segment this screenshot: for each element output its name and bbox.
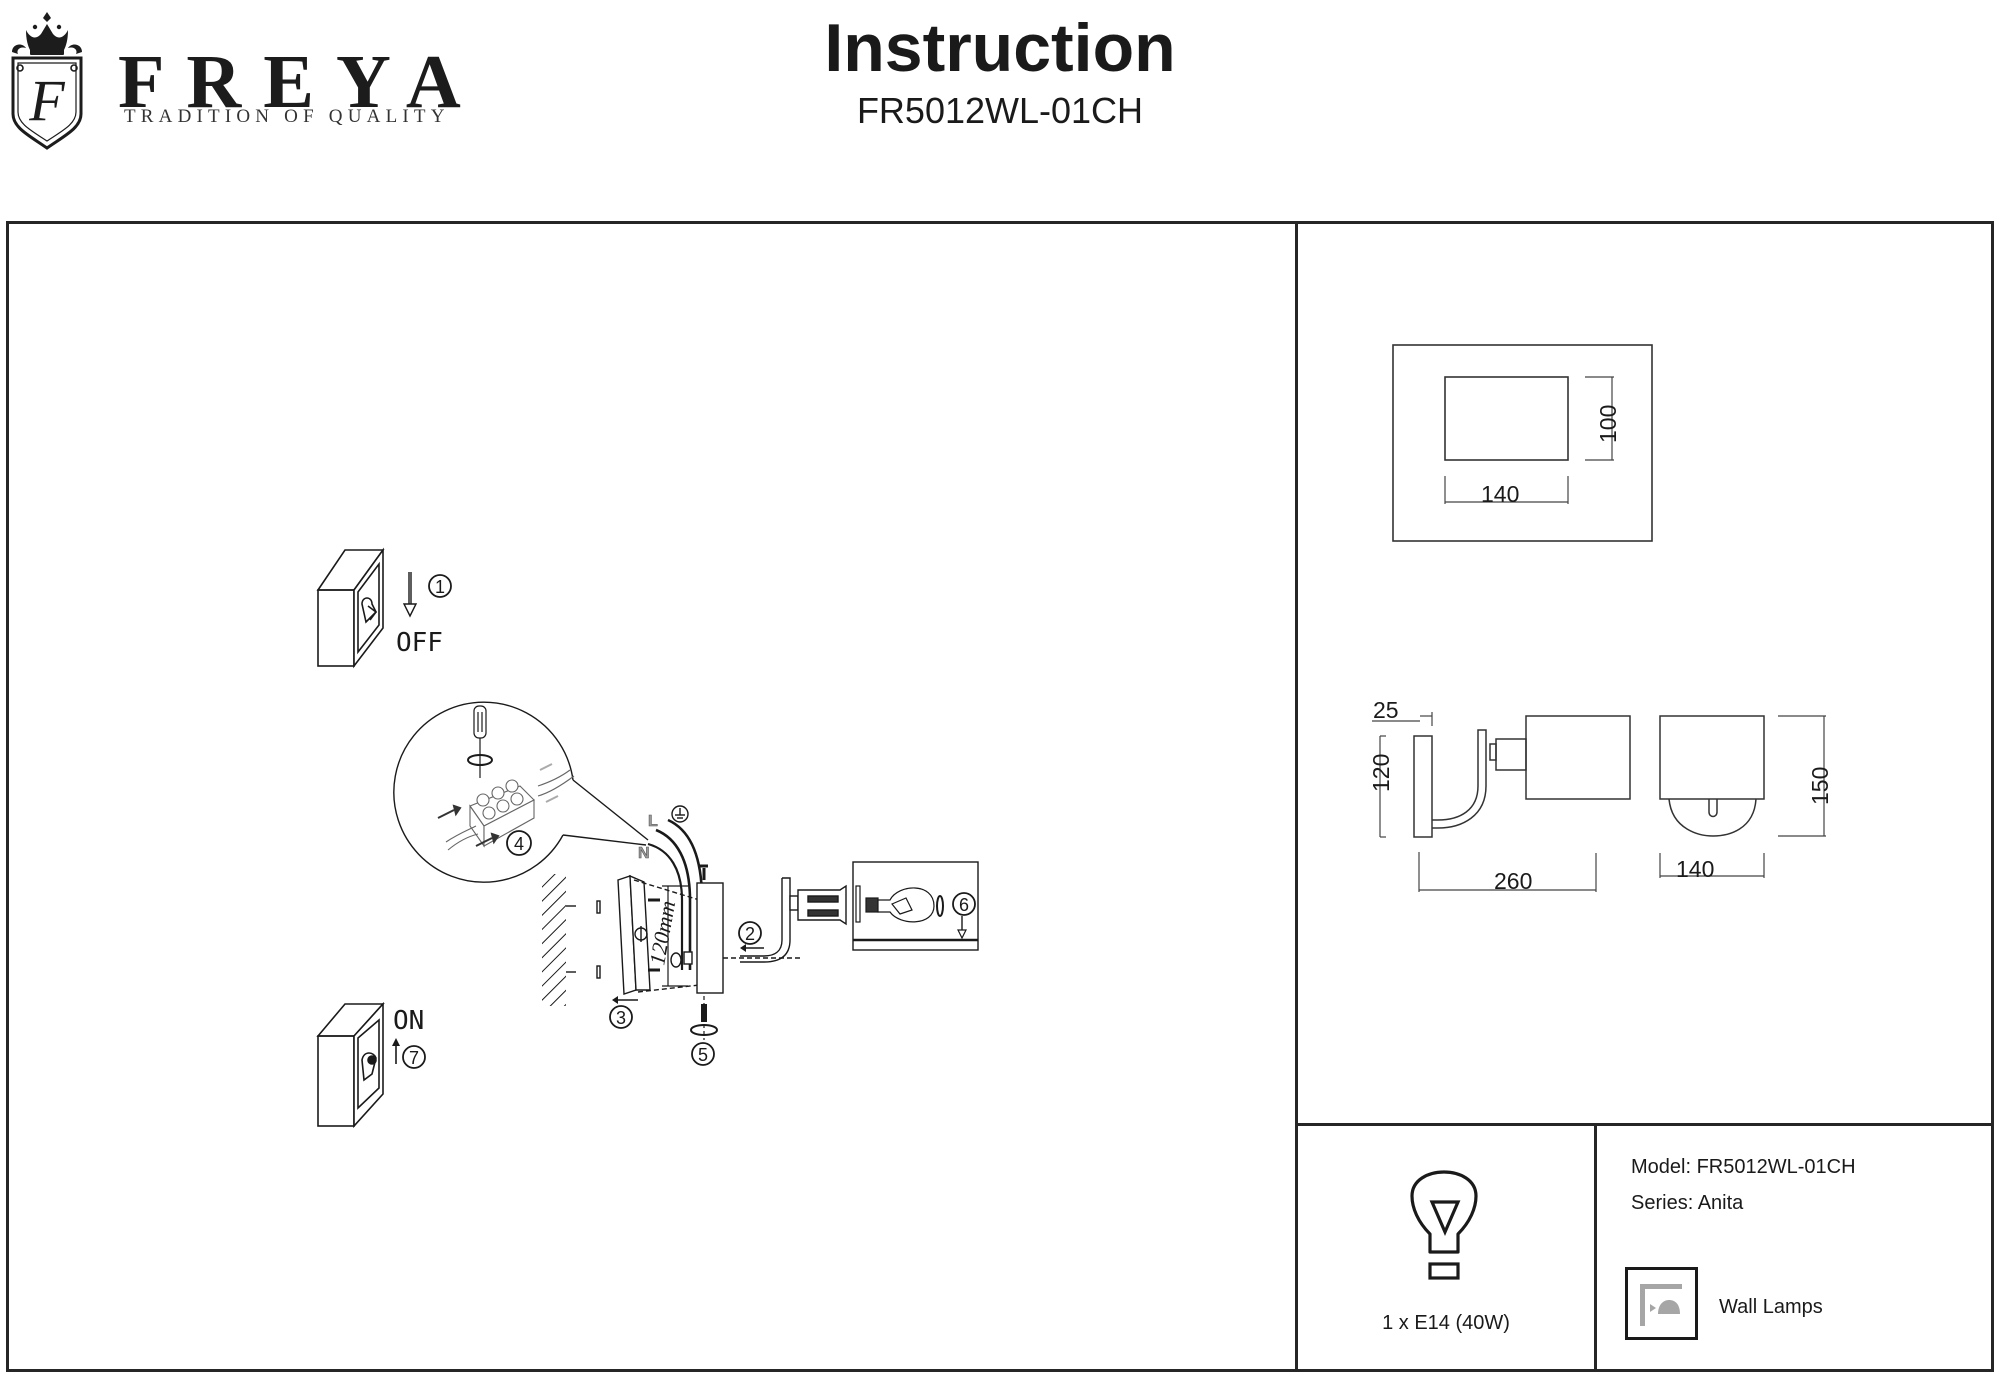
brand-name: FREYA	[118, 40, 483, 124]
product-model: Model: FR5012WL-01CH	[1631, 1156, 1856, 1178]
side-view-length-label: 260	[1494, 868, 1532, 894]
earth-ground-icon	[671, 805, 689, 823]
step-6-badge: 6	[952, 892, 976, 916]
wire-label-l: L	[648, 813, 658, 830]
step-1-badge: 1	[428, 574, 452, 598]
front-view-width-label: 140	[1676, 856, 1714, 882]
front-view-width-dimension	[1659, 853, 1765, 878]
top-view-height-label: 100	[1595, 405, 1621, 443]
outer-frame	[6, 221, 1994, 1372]
info-divider-vertical	[1594, 1123, 1597, 1372]
bracket-spacing-dimension	[662, 885, 688, 987]
side-view-height-label: 120	[1368, 754, 1394, 792]
arrow-left-small-icon	[740, 944, 764, 952]
front-view-height-dimension	[1778, 715, 1826, 837]
top-view-frame	[1392, 344, 1653, 542]
bulb-spec-label: 1 x E14 (40W)	[1382, 1312, 1510, 1334]
wire-label-n: N	[638, 845, 650, 862]
step-7-number: 7	[409, 1048, 419, 1068]
document-model-code-text: FR5012WL-01CH	[856, 90, 1144, 131]
mounting-bracket-icon	[617, 874, 709, 995]
lamp-arm	[740, 877, 791, 963]
freya-logo-crest-icon: F	[11, 12, 83, 150]
top-view-width-dimension	[1444, 476, 1569, 504]
wall-lamp-icon	[1625, 1267, 1698, 1340]
dimension-drawings: 100 140 25 120 260 150	[1368, 344, 1833, 894]
lamp-holder-icon	[789, 884, 847, 926]
panel-divider-horizontal	[1295, 1123, 1994, 1126]
side-view-depth-label: 25	[1373, 697, 1399, 723]
arrow-down-small-icon	[957, 916, 967, 940]
insert-arrows-icon	[437, 763, 559, 847]
step-7-badge: 7	[402, 1045, 426, 1069]
installation-diagram: 1 OFF ON 7	[316, 547, 979, 1129]
back-plate	[670, 864, 800, 994]
side-view-height-dimension	[1379, 735, 1386, 838]
step-1-label: OFF	[396, 628, 443, 658]
side-view-length-dimension	[1418, 852, 1597, 892]
step-3-number: 3	[616, 1008, 626, 1028]
top-view-width-label: 140	[1481, 481, 1519, 507]
step-2-badge: 2	[738, 921, 762, 945]
step-2-number: 2	[745, 924, 755, 944]
switch-off-icon	[316, 547, 385, 669]
arrow-left-icon	[612, 996, 638, 1004]
step-3-badge: 3	[609, 1005, 633, 1029]
step-6-number: 6	[959, 895, 969, 915]
bulb-rotate-icon	[855, 885, 944, 923]
step-1-number: 1	[435, 577, 445, 597]
panel-divider-vertical	[1295, 221, 1298, 1372]
switch-on-icon	[316, 1001, 385, 1129]
arrow-up-icon	[392, 1038, 400, 1064]
document-model-code: FR5012WL-01CH	[0, 93, 2000, 129]
top-view-shade	[1444, 376, 1569, 461]
step-5-badge: 5	[691, 1042, 715, 1066]
document-title-text: Instruction	[824, 10, 1176, 86]
arrow-down-icon	[402, 572, 418, 618]
front-view-height-label: 150	[1807, 767, 1833, 805]
document-title: Instruction	[0, 14, 2000, 82]
bracket-spacing-label: 120mm	[644, 899, 680, 967]
logo-monogram: F	[28, 68, 65, 133]
side-view-depth-dimension	[1372, 712, 1433, 726]
light-bulb-icon	[1410, 1170, 1478, 1280]
step-4-badge: 4	[506, 830, 532, 856]
product-series: Series: Anita	[1631, 1192, 1744, 1214]
wall-plugs	[566, 900, 601, 979]
step-4-number: 4	[514, 834, 524, 854]
side-view-drawing	[1413, 715, 1631, 838]
top-view-height-dimension	[1585, 376, 1614, 461]
wall-hatch	[542, 874, 566, 1006]
screw-rotate-icon	[690, 996, 718, 1040]
front-view-drawing	[1659, 715, 1765, 837]
step-5-number: 5	[698, 1045, 708, 1065]
lamp-shade-box	[852, 861, 979, 951]
brand-tagline: TRADITION OF QUALITY	[124, 106, 450, 127]
product-category: Wall Lamps	[1719, 1296, 1823, 1318]
screwdriver-icon	[467, 705, 493, 778]
step-7-label: ON	[393, 1006, 424, 1036]
